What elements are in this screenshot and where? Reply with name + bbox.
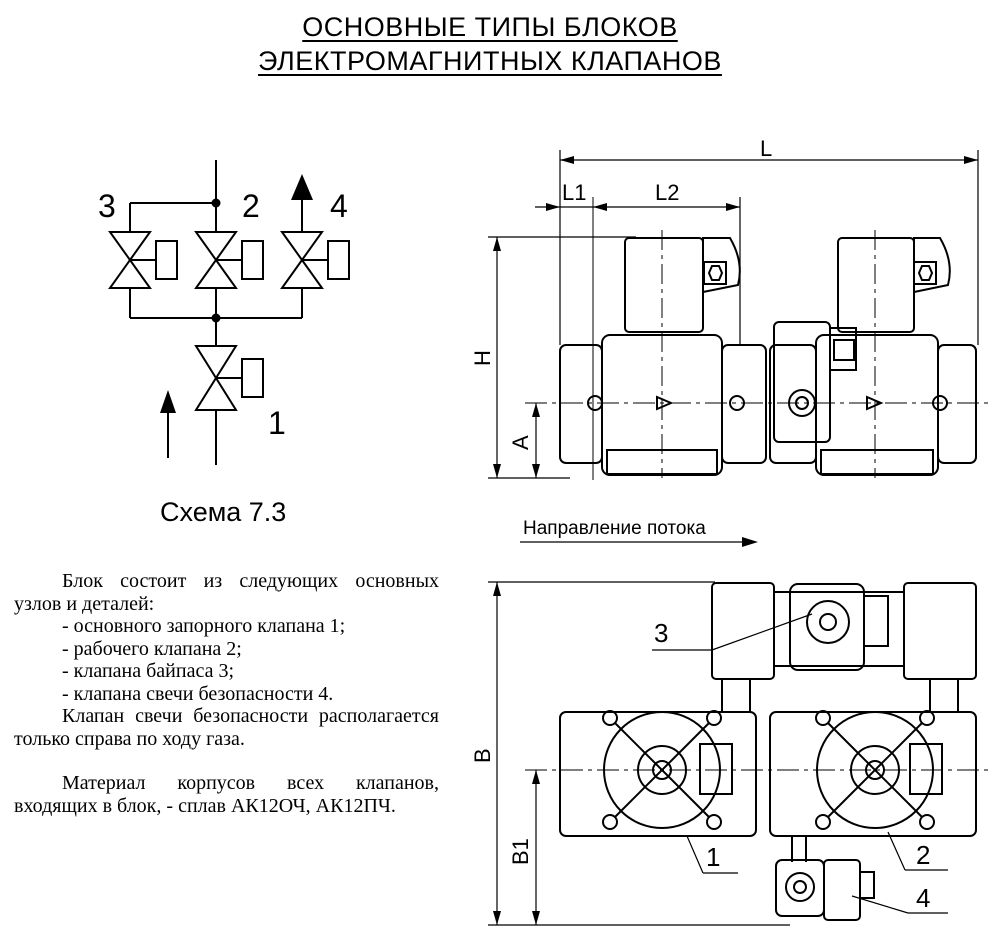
description-paragraph-2: Клапан свечи безопасности располагается … [14,705,439,750]
description-paragraph-3: Материал корпусов всех клапанов, входящи… [14,772,439,817]
dim-L2-label: L2 [655,180,679,205]
scheme-label-1: 1 [268,405,286,441]
title-line-1: ОСНОВНЫЕ ТИПЫ БЛОКОВ [302,12,678,42]
flow-direction-label: Направление потока [523,518,706,539]
valve-symbol-3 [108,231,178,289]
scheme-label-2: 2 [242,188,260,224]
page-title: ОСНОВНЫЕ ТИПЫ БЛОКОВ ЭЛЕКТРОМАГНИТНЫХ КЛ… [0,10,980,78]
dim-H-label: H [470,350,495,366]
dim-L1-label: L1 [562,180,586,205]
description-item-4: - клапана свечи безопасности 4. [62,682,334,705]
top-view-drawing [488,581,990,926]
valve-symbol-2 [194,231,264,289]
description-item-2: - рабочего клапана 2; [62,637,242,660]
valve-symbol-4 [280,231,350,289]
valve-symbol-1 [194,345,264,411]
dim-L-label: L [760,136,772,161]
dim-B1-label: B1 [508,838,533,865]
description-paragraph-1: Блок состоит из следующих основных узлов… [14,570,439,615]
front-view-drawing [488,150,990,480]
flow-direction-arrow-icon [742,537,758,547]
dim-B-label: B [470,748,495,763]
scheme-caption: Схема 7.3 [160,497,287,527]
title-line-2: ЭЛЕКТРОМАГНИТНЫХ КЛАПАНОВ [258,46,722,76]
callout-4: 4 [916,883,930,913]
valve-schematic [108,160,350,465]
flow-up-arrow-icon [160,390,176,413]
scheme-label-4: 4 [330,188,348,224]
description-item-1: - основного запорного клапана 1; [62,615,346,637]
callout-1: 1 [706,842,720,872]
description-text: Блок состоит из следующих основных узлов… [14,570,439,817]
dim-A-label: A [508,435,533,450]
callout-3: 3 [654,618,668,648]
scheme-label-3: 3 [98,188,116,224]
vent-arrow-icon [291,174,313,200]
description-item-3: - клапана байпаса 3; [62,660,235,682]
callout-2: 2 [916,840,930,870]
